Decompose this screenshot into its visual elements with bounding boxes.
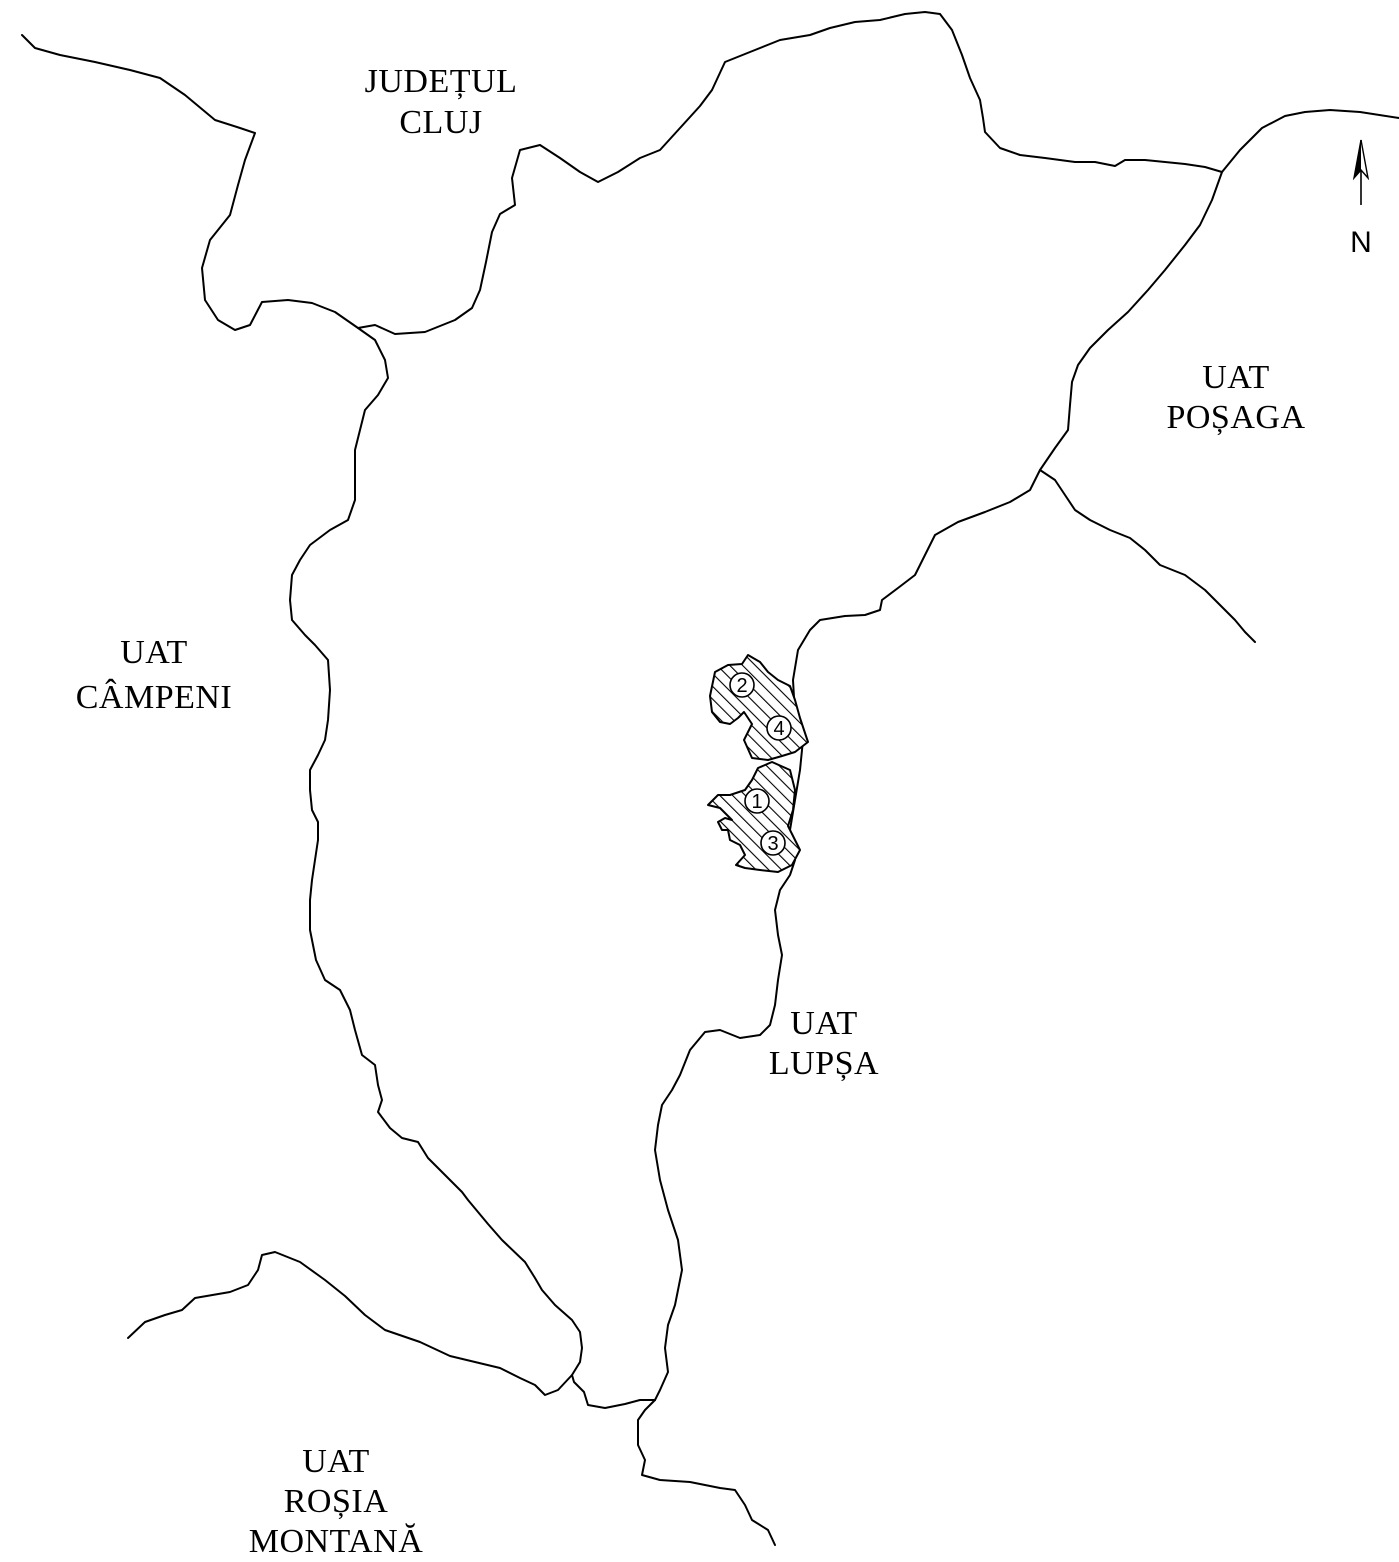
svg-text:CÂMPENI: CÂMPENI [76, 679, 233, 716]
svg-text:CLUJ: CLUJ [399, 104, 482, 141]
boundary-branch-posaga-lupsa [1039, 469, 1256, 643]
svg-text:4: 4 [773, 718, 784, 740]
zone-area-2-4 [709, 654, 809, 761]
boundary-north-cluj [21, 11, 1399, 335]
svg-text:JUDEȚUL: JUDEȚUL [365, 63, 518, 100]
zone-marker-2: 2 [729, 672, 755, 698]
svg-text:POȘAGA: POȘAGA [1166, 399, 1305, 436]
svg-text:UAT: UAT [302, 1443, 370, 1480]
boundary-southwest-rosia [127, 1251, 573, 1396]
svg-text:1: 1 [751, 791, 762, 813]
label-uat-posaga: UAT POȘAGA [1166, 359, 1305, 436]
svg-text:MONTANĂ: MONTANĂ [249, 1523, 424, 1560]
zone-area-1-3 [707, 761, 801, 873]
svg-text:UAT: UAT [1202, 359, 1270, 396]
zone-marker-1: 1 [744, 788, 770, 814]
boundary-east-lupsa [654, 171, 1223, 1401]
label-uat-rosia-montana: UAT ROȘIA MONTANĂ [249, 1443, 424, 1560]
svg-text:ROȘIA: ROȘIA [284, 1483, 389, 1520]
boundary-west-campeni [289, 327, 656, 1409]
zone-marker-4: 4 [766, 715, 792, 741]
zone-markers: 2 4 1 3 [729, 672, 792, 856]
svg-text:UAT: UAT [790, 1005, 858, 1042]
zone-marker-3: 3 [760, 830, 786, 856]
label-uat-campeni: UAT CÂMPENI [76, 634, 233, 716]
svg-text:2: 2 [736, 675, 747, 697]
svg-text:UAT: UAT [120, 634, 188, 671]
region-labels: JUDEȚUL CLUJ UAT POȘAGA UAT CÂMPENI UAT … [76, 63, 1305, 1560]
boundary-lines [21, 11, 1399, 1546]
label-uat-lupsa: UAT LUPȘA [769, 1005, 879, 1082]
boundary-south [637, 1399, 776, 1546]
label-judetul-cluj: JUDEȚUL CLUJ [365, 63, 518, 141]
svg-text:3: 3 [767, 833, 778, 855]
north-label: N [1350, 226, 1372, 259]
svg-text:LUPȘA: LUPȘA [769, 1045, 879, 1082]
north-arrow: N [1350, 139, 1372, 259]
